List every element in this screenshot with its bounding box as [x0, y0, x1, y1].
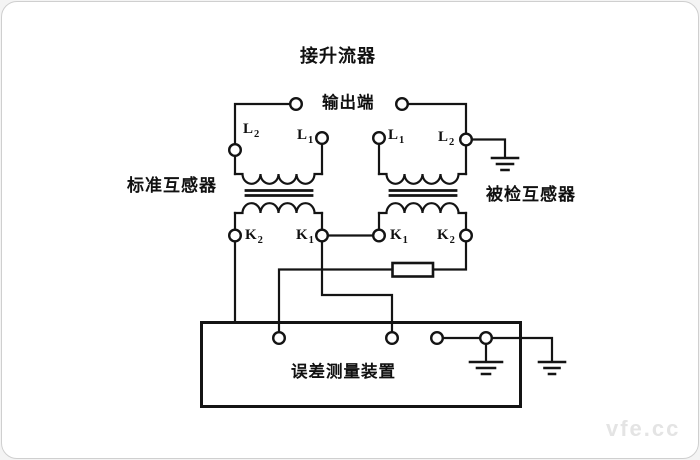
label-standard-ct: 标准互感器 — [127, 176, 217, 195]
label-dut-l1: L1 — [388, 127, 405, 146]
device-box — [200, 321, 522, 408]
terminal-std-l1 — [315, 130, 330, 145]
winding-secondary-tested — [377, 202, 468, 215]
label-std-l2: L2 — [243, 121, 260, 140]
core-tested — [388, 189, 458, 197]
label-dut-k2: K2 — [437, 227, 455, 246]
wires-device-box — [441, 336, 554, 363]
label-std-l1: L1 — [297, 127, 314, 146]
terminal-device-1 — [272, 331, 287, 346]
label-booster: 接升流器 — [300, 46, 376, 66]
ground-icon-external — [537, 360, 567, 376]
winding-primary-standard — [233, 172, 324, 185]
winding-secondary-standard — [233, 202, 324, 215]
wires-tested-ct — [377, 102, 507, 231]
terminal-dut-k2 — [459, 228, 474, 243]
terminal-output-right — [395, 96, 410, 111]
terminal-std-k1 — [315, 228, 330, 243]
winding-primary-tested — [377, 172, 468, 185]
ground-icon-device — [468, 360, 504, 376]
terminal-dut-l2 — [459, 132, 474, 147]
terminal-device-3 — [430, 331, 445, 346]
ground-icon-tested-ct — [490, 156, 520, 172]
label-tested-ct: 被检互感器 — [486, 185, 576, 204]
terminal-device-4 — [479, 331, 494, 346]
terminal-std-k2 — [227, 228, 242, 243]
terminal-dut-l1 — [372, 130, 387, 145]
label-dut-k1: K1 — [390, 227, 408, 246]
core-standard — [244, 189, 314, 197]
label-std-k2: K2 — [245, 227, 263, 246]
terminal-dut-k1 — [372, 228, 387, 243]
wires-standard-ct — [233, 102, 324, 323]
label-dut-l2: L2 — [438, 129, 455, 148]
terminal-device-2 — [385, 331, 400, 346]
wires-middle — [277, 240, 468, 333]
label-device: 误差测量装置 — [291, 363, 396, 381]
label-std-k1: K1 — [296, 227, 314, 246]
terminal-std-l2 — [227, 142, 242, 157]
terminal-output-left — [289, 96, 304, 111]
label-output-terminal: 输出端 — [322, 94, 375, 112]
watermark: vfe.cc — [606, 416, 681, 441]
resistor — [391, 261, 435, 278]
